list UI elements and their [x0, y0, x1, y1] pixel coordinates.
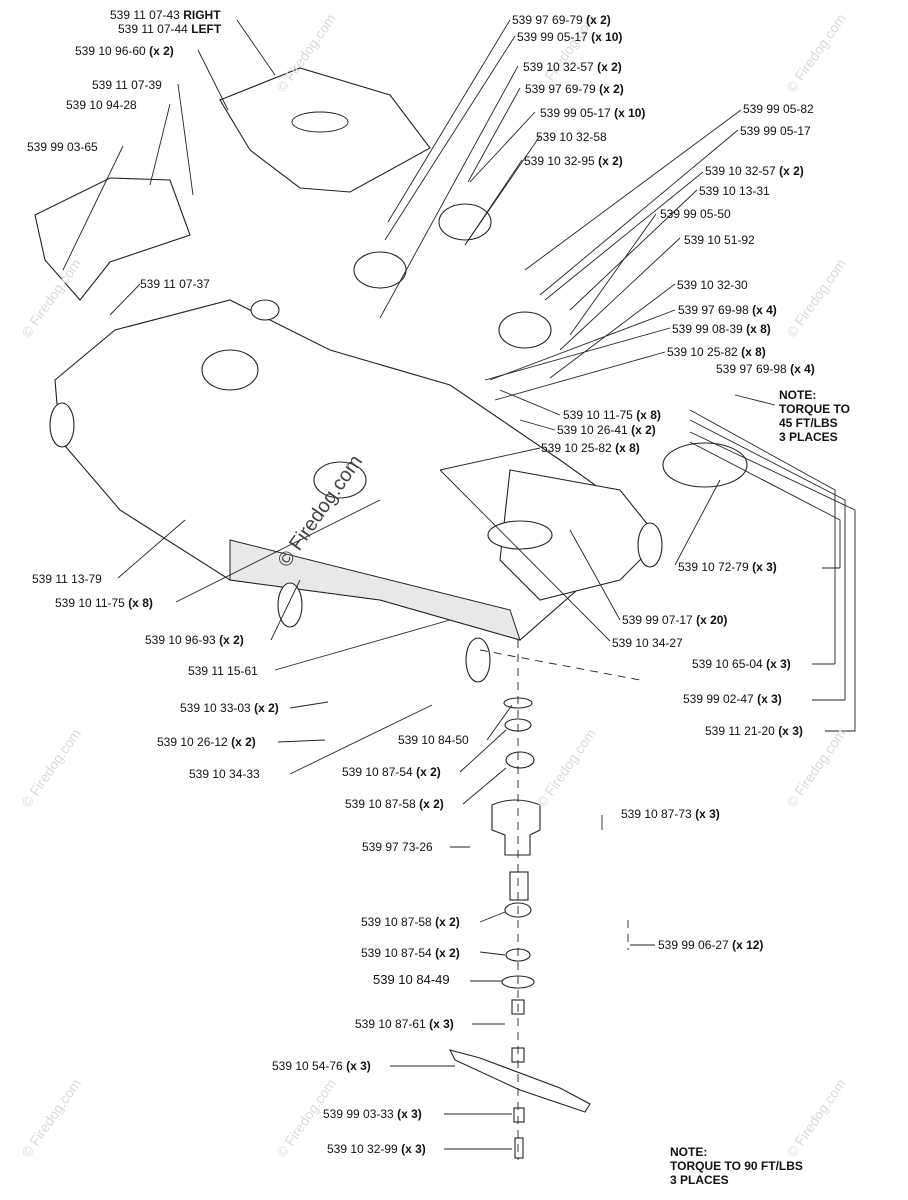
label-l21: 539 10 32-30 [677, 278, 748, 292]
torque-note-90: NOTE: TORQUE TO 90 FT/LBS 3 PLACES [670, 1145, 803, 1187]
idler-pulley-3 [498, 311, 552, 349]
label-l19: 539 99 05-50 [660, 207, 731, 221]
mower-blade [448, 1049, 591, 1113]
label-l1: 539 11 07-43 RIGHT [110, 8, 221, 22]
label-l2: 539 11 07-44 LEFT [118, 22, 222, 36]
label-l23: 539 99 08-39 (x 8) [672, 322, 771, 336]
label-l35: 539 11 15-61 [188, 664, 258, 678]
label-l8: 539 97 69-79 (x 2) [512, 13, 611, 27]
label-l38: 539 10 33-03 (x 2) [180, 701, 279, 715]
label-l47: 539 10 87-58 (x 2) [361, 915, 460, 929]
gauge-wheel-1 [49, 402, 75, 448]
label-l50: 539 10 84-49 [373, 972, 450, 987]
label-l3: 539 10 96-60 (x 2) [75, 44, 174, 58]
label-l10: 539 10 32-57 (x 2) [523, 60, 622, 74]
blade-bolt [514, 1137, 524, 1159]
label-l27: 539 10 26-41 (x 2) [557, 423, 656, 437]
label-l39: 539 11 21-20 (x 3) [705, 724, 803, 738]
label-l14: 539 10 32-95 (x 2) [524, 154, 623, 168]
spindle-pulley [662, 442, 748, 488]
gauge-wheel-3 [465, 637, 491, 683]
label-l4: 539 11 07-39 [92, 78, 162, 92]
gauge-wheel-2 [277, 582, 303, 628]
idler-pulley-1 [353, 251, 407, 289]
label-l42: 539 10 34-33 [189, 767, 260, 781]
label-l5: 539 10 94-28 [66, 98, 137, 112]
label-l15: 539 99 05-82 [743, 102, 814, 116]
label-l13: 539 10 32-58 [536, 130, 607, 144]
label-l31: 539 10 72-79 (x 3) [678, 560, 777, 574]
gauge-wheel-4 [637, 522, 663, 568]
spindle-housing [491, 799, 541, 856]
label-l9: 539 99 05-17 (x 10) [517, 30, 623, 44]
label-l32: 539 99 07-17 (x 20) [622, 613, 728, 627]
discharge-chute [34, 177, 191, 301]
label-l34: 539 10 34-27 [612, 636, 683, 650]
deck-pulley-center [313, 461, 367, 499]
label-l44: 539 10 87-58 (x 2) [345, 797, 444, 811]
assembly-line-deck [479, 649, 641, 681]
label-l48: 539 99 06-27 (x 12) [658, 938, 764, 952]
belt-cover [219, 67, 431, 193]
label-l25: 539 97 69-98 (x 4) [716, 362, 815, 376]
label-l46: 539 97 73-26 [362, 840, 433, 854]
label-l51: 539 10 87-61 (x 3) [355, 1017, 454, 1031]
label-l6: 539 99 03-65 [27, 140, 98, 154]
label-l49: 539 10 87-54 (x 2) [361, 946, 460, 960]
label-l37: 539 99 02-47 (x 3) [683, 692, 782, 706]
deck-pulley-right [487, 520, 553, 550]
bearing-top [505, 751, 535, 769]
label-l12: 539 99 05-17 (x 10) [540, 106, 646, 120]
label-l11: 539 97 69-79 (x 2) [525, 82, 624, 96]
label-l20: 539 10 51-92 [684, 233, 755, 247]
label-l40: 539 10 26-12 (x 2) [157, 735, 256, 749]
label-l36: 539 10 65-04 (x 3) [692, 657, 791, 671]
label-l7: 539 11 07-37 [140, 277, 210, 291]
blade-washer [513, 1107, 525, 1123]
label-l45: 539 10 87-73 (x 3) [621, 807, 720, 821]
label-l18: 539 10 13-31 [699, 184, 770, 198]
label-l29: 539 11 13-79 [32, 572, 102, 586]
deck-right-housing [499, 469, 661, 601]
label-l33: 539 10 96-93 (x 2) [145, 633, 244, 647]
leader-lines [62, 19, 856, 1150]
label-l17: 539 10 32-57 (x 2) [705, 164, 804, 178]
label-l24: 539 10 25-82 (x 8) [667, 345, 766, 359]
label-l43: 539 10 87-54 (x 2) [342, 765, 441, 779]
belt-cover-hole [291, 111, 349, 133]
label-l52: 539 10 54-76 (x 3) [272, 1059, 371, 1073]
label-l54: 539 10 32-99 (x 3) [327, 1142, 426, 1156]
label-l22: 539 97 69-98 (x 4) [678, 303, 777, 317]
spindle-shaft [509, 871, 529, 901]
label-l28: 539 10 25-82 (x 8) [541, 441, 640, 455]
label-l26: 539 10 11-75 (x 8) [563, 408, 661, 422]
label-l41: 539 10 84-50 [398, 733, 469, 747]
idler-pulley-2 [438, 203, 492, 241]
torque-note-45: NOTE: TORQUE TO 45 FT/LBS 3 PLACES [779, 388, 850, 444]
label-l53: 539 99 03-33 (x 3) [323, 1107, 422, 1121]
deck-pulley-left [201, 349, 259, 391]
label-l30: 539 10 11-75 (x 8) [55, 596, 153, 610]
gauge-wheel-5 [250, 299, 280, 321]
label-l16: 539 99 05-17 [740, 124, 811, 138]
